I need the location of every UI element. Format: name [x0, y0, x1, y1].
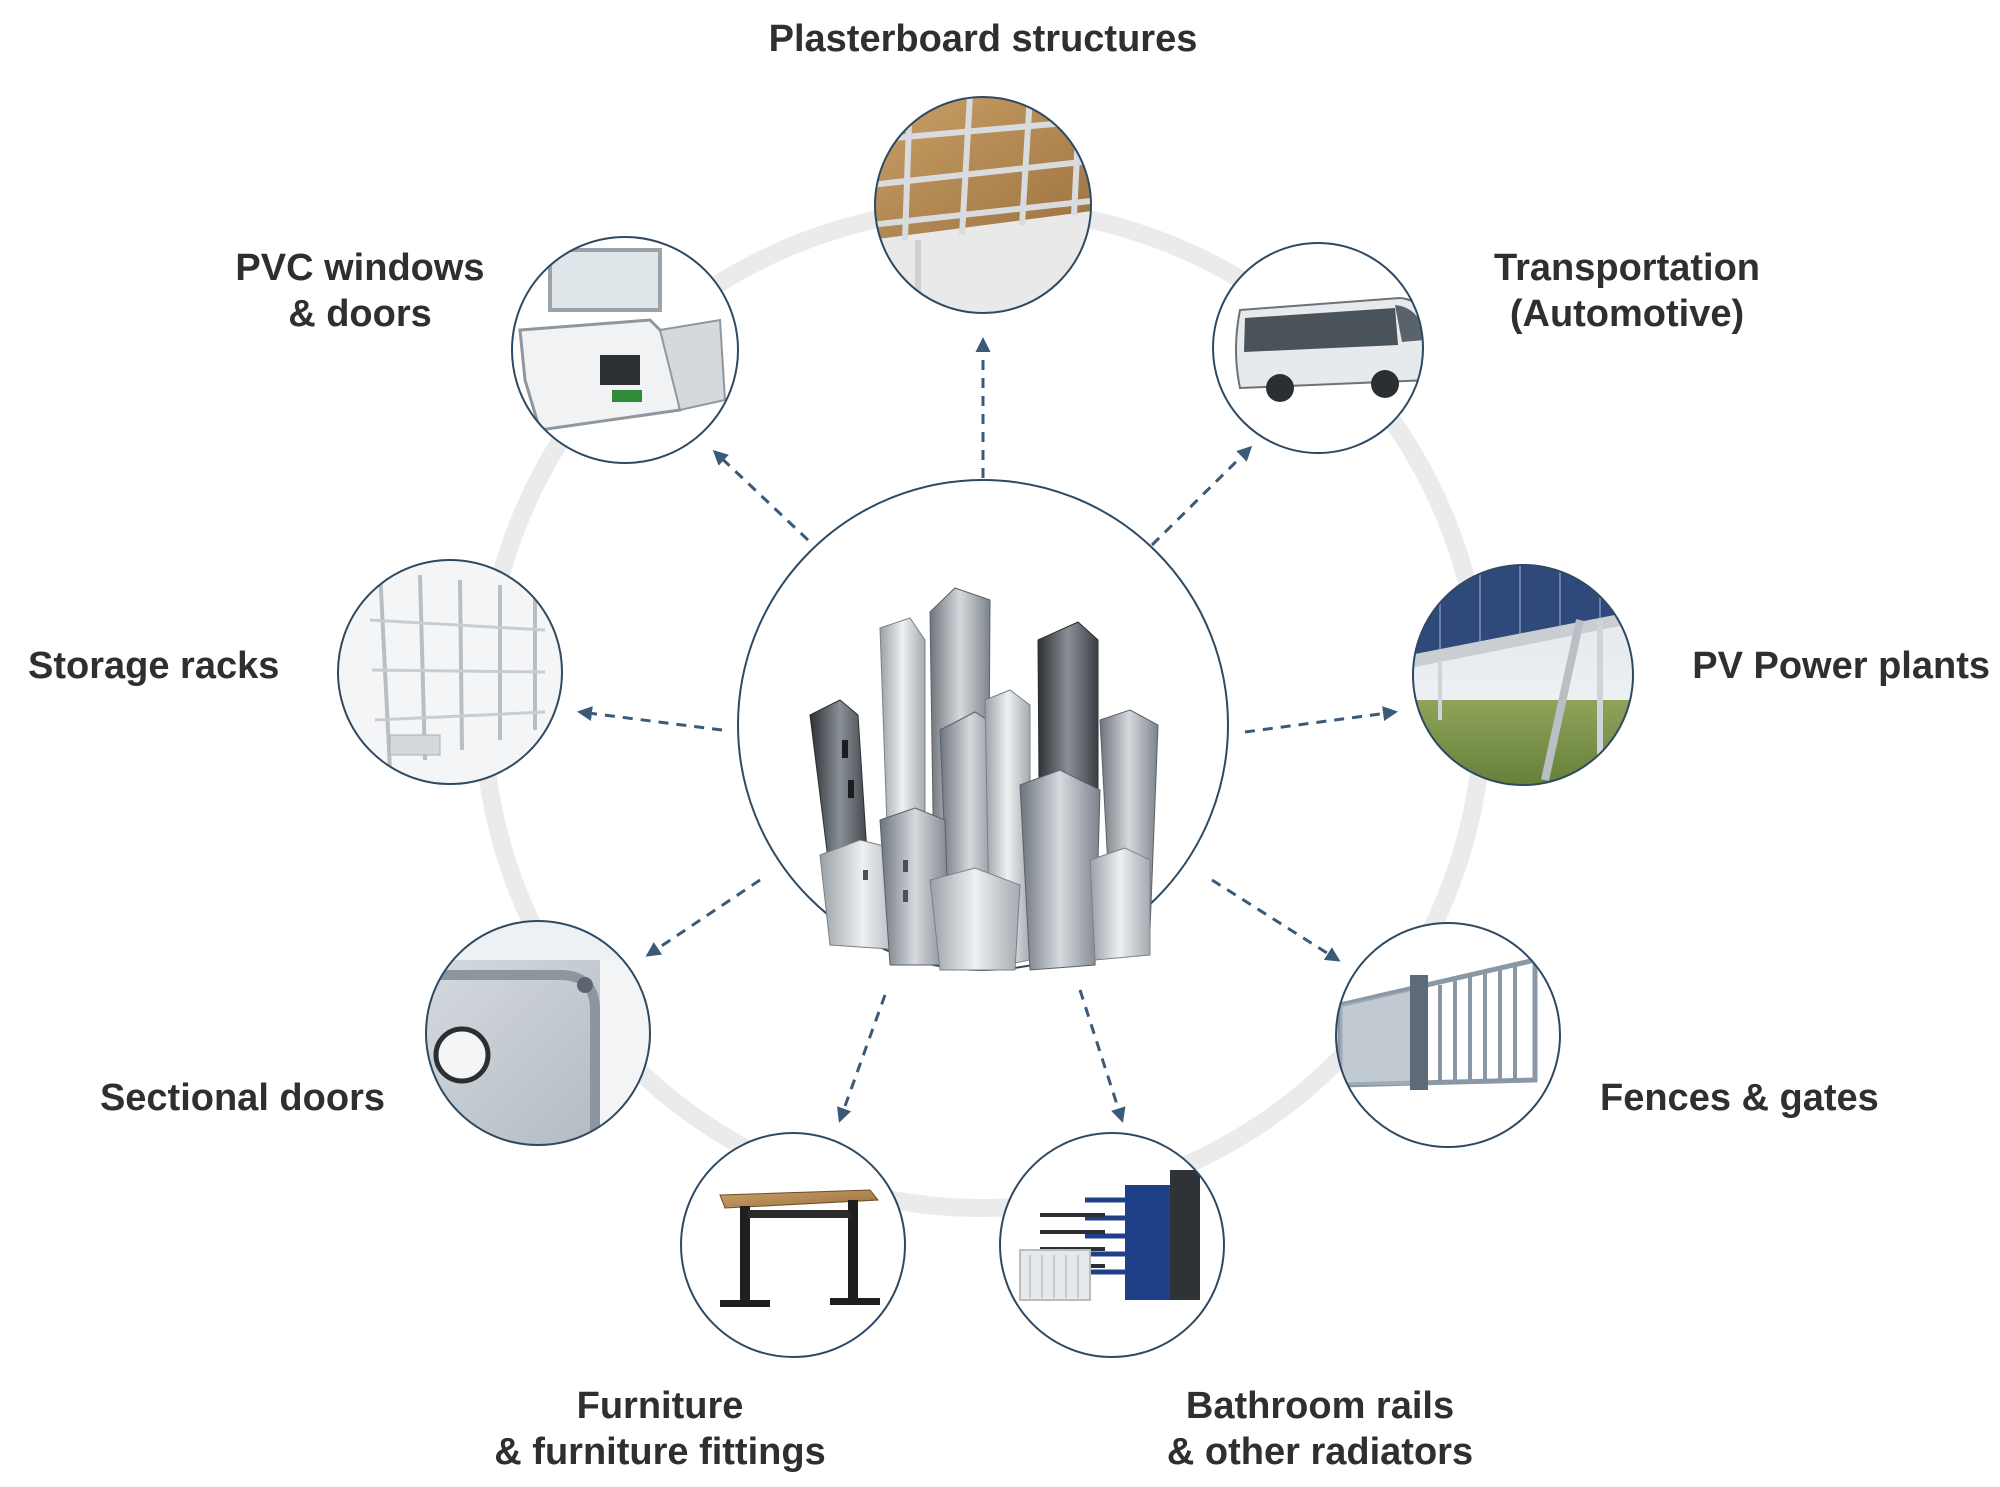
label-plasterboard: Plasterboard structures [769, 16, 1198, 62]
hub-circle [737, 479, 1229, 971]
label-line: Plasterboard structures [768, 18, 1198, 60]
label-line: & furniture fittings [494, 1431, 826, 1473]
label-line: Bathroom rails [1185, 1385, 1455, 1427]
solar-panel-icon [1413, 565, 1633, 785]
arrow-fences [1211, 878, 1341, 962]
label-line: Furniture [576, 1385, 744, 1427]
node-furniture [680, 1132, 906, 1358]
label-furniture: Furniture & furniture fittings [494, 1383, 825, 1475]
node-storage [337, 559, 563, 785]
arrow-storage [577, 706, 723, 732]
arrow-pvc [712, 449, 810, 542]
label-pvc: PVC windows & doors [235, 245, 484, 337]
label-storage: Storage racks [28, 643, 279, 689]
sliding-gate-icon [1336, 923, 1560, 1147]
node-fences [1335, 922, 1561, 1148]
arrows [577, 337, 1398, 1123]
node-plasterboard [874, 96, 1092, 314]
arrow-furniture [837, 994, 887, 1123]
label-line: (Automotive) [1509, 293, 1745, 335]
label-line: PV Power plants [1692, 645, 1990, 687]
desk-icon [681, 1133, 905, 1357]
label-bathroom: Bathroom rails & other radiators [1167, 1383, 1473, 1475]
radiator-icon [1000, 1133, 1224, 1357]
node-sectional [425, 920, 651, 1146]
bus-icon [1213, 243, 1423, 453]
storage-rack-icon [338, 560, 562, 784]
arrow-bathroom [1078, 989, 1126, 1123]
label-line: Transportation [1493, 247, 1761, 289]
label-line: & doors [288, 293, 432, 335]
label-fences: Fences & gates [1600, 1075, 1879, 1121]
arrow-pv [1244, 706, 1398, 734]
arrow-sectional [645, 878, 761, 957]
label-line: Storage racks [28, 645, 280, 687]
label-line: Sectional doors [99, 1077, 385, 1119]
arrow-transportation [1150, 445, 1253, 547]
steel-profiles-icon [809, 587, 1159, 971]
label-pv: PV Power plants [1692, 643, 1990, 689]
node-pv [1412, 564, 1634, 786]
label-line: PVC windows [235, 247, 485, 289]
ceiling-frame-icon [875, 97, 1091, 313]
label-sectional: Sectional doors [100, 1075, 385, 1121]
label-transportation: Transportation (Automotive) [1494, 245, 1760, 337]
node-transportation [1212, 242, 1424, 454]
window-profile-icon [512, 237, 738, 463]
label-line: & other radiators [1166, 1431, 1474, 1473]
label-line: Fences & gates [1600, 1077, 1879, 1119]
node-pvc [511, 236, 739, 464]
node-bathroom [999, 1132, 1225, 1358]
